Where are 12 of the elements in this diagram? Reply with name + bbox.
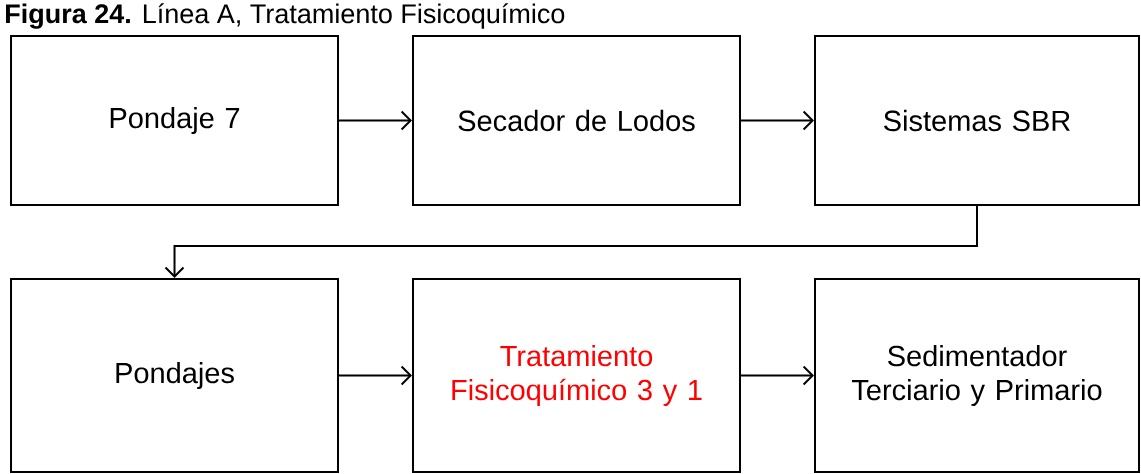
arrow xyxy=(164,205,978,278)
process-box: Secador de Lodos xyxy=(412,35,741,206)
figure-title: Figura 24. Línea A, Tratamiento Fisicoquímico xyxy=(6,3,565,29)
process-box: Sedimentador Terciario y Primario xyxy=(814,278,1140,473)
process-box: Pondajes xyxy=(10,278,339,473)
arrow xyxy=(740,365,814,386)
process-box: Tratamiento Fisicoquímico 3 y 1 xyxy=(412,278,741,473)
process-box: Sistemas SBR xyxy=(814,35,1140,206)
arrow xyxy=(740,110,814,131)
arrow xyxy=(338,365,412,386)
process-box: Pondaje 7 xyxy=(10,35,339,206)
arrow xyxy=(338,110,412,131)
